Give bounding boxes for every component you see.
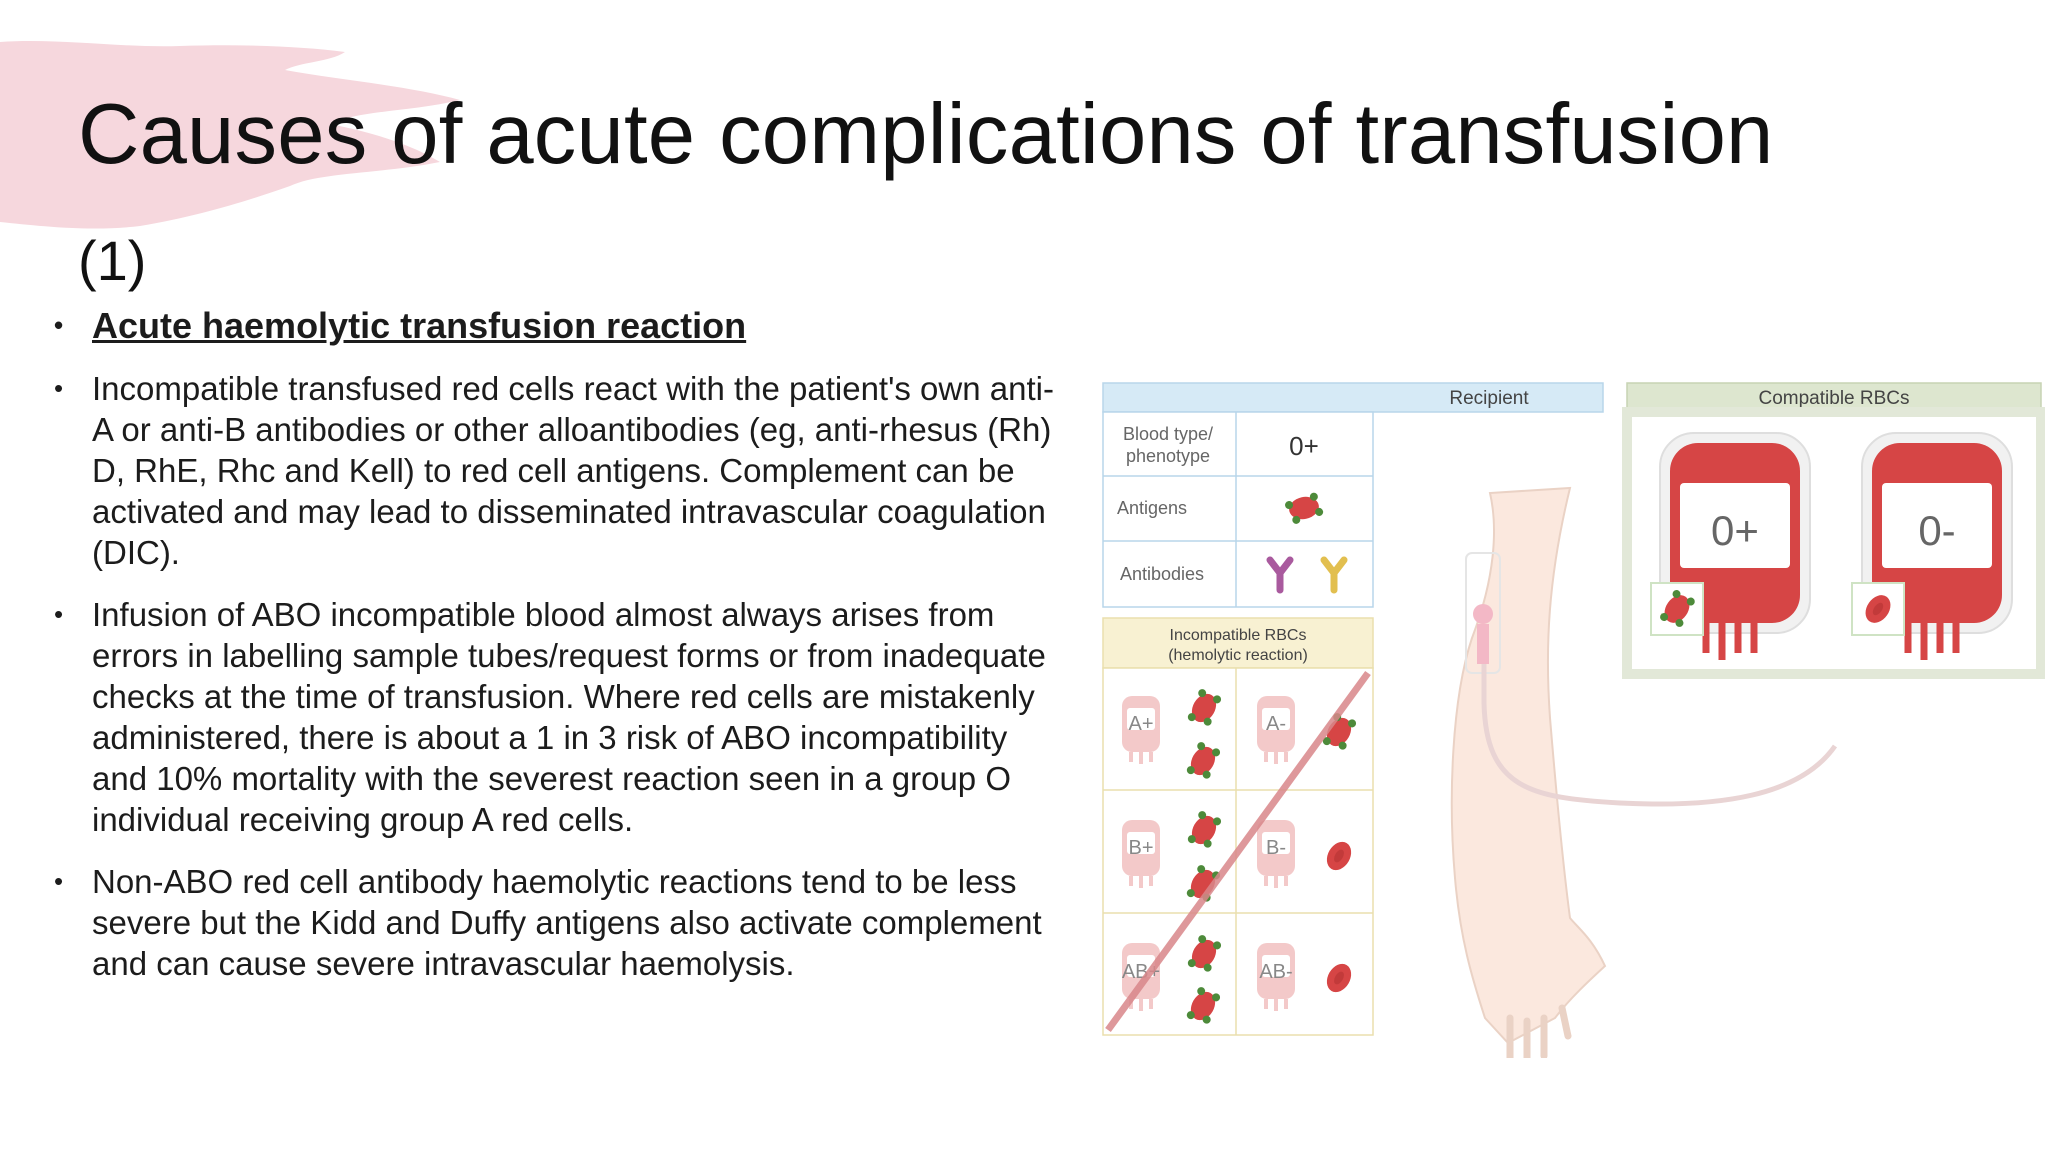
antibody-icon [1320,556,1348,594]
recipient-arm-illustration [1450,486,1838,1058]
incompatible-rbc-grid: Incompatible RBCs (hemolytic reaction) A… [1102,617,1374,1036]
incompatible-strike-line [1105,670,1371,1033]
incompatible-header-line1: Incompatible RBCs [1170,627,1307,644]
bag-label-0-neg: 0- [1918,507,1955,554]
bag-label-b-neg: B- [1266,837,1286,859]
bag-label-a-pos: A+ [1128,713,1153,735]
blood-type-value: 0+ [1289,431,1319,461]
bullet-item: • Non-ABO red cell antibody haemolytic r… [52,861,1062,984]
incompatible-header-line2: (hemolytic reaction) [1168,647,1308,664]
bag-label-0-pos: 0+ [1711,507,1759,554]
compatible-bag-0-neg: 0- [1851,432,2013,660]
bullet-text: Acute haemolytic transfusion reaction [92,305,747,346]
bullet-heading: • Acute haemolytic transfusion reaction [52,305,1062,346]
pink-brush-stroke-decoration [0,41,460,229]
phenotype-table: Blood type/ phenotype 0+ Antigens Antibo… [1102,411,1374,608]
blood-type-label-line2: phenotype [1126,446,1210,466]
slide-title: Causes of acute complications of transfu… [78,87,1774,182]
bullet-text: Incompatible transfused red cells react … [92,370,1054,571]
bag-label-b-pos: B+ [1128,837,1153,859]
bag-label-a-neg: A- [1266,713,1286,735]
bullet-item: • Infusion of ABO incompatible blood alm… [52,594,1062,840]
compatible-header-label: Compatible RBCs [1759,388,1910,409]
slide-subtitle: (1) [78,229,147,292]
bullet-dot-icon: • [54,310,64,340]
bag-label-ab-neg: AB- [1259,961,1292,983]
transfusion-compatibility-figure: Recipient Compatible RBCs Blood type/ ph… [1102,382,2045,1058]
bullet-item: • Incompatible transfused red cells reac… [52,368,1062,573]
antibody-icon [1266,556,1294,594]
compatible-bag-0-pos: 0+ [1650,432,1811,660]
bullet-text: Infusion of ABO incompatible blood almos… [92,596,1046,838]
bullet-list: • Acute haemolytic transfusion reaction … [52,305,1062,1005]
bullet-dot-icon: • [54,866,64,896]
bullet-text: Non-ABO red cell antibody haemolytic rea… [92,863,1042,982]
antigens-label: Antigens [1117,498,1187,518]
antibodies-label: Antibodies [1120,564,1204,584]
blood-type-label: Blood type/ [1123,424,1213,444]
recipient-header-label: Recipient [1449,388,1529,409]
bullet-dot-icon: • [54,599,64,629]
bullet-dot-icon: • [54,373,64,403]
